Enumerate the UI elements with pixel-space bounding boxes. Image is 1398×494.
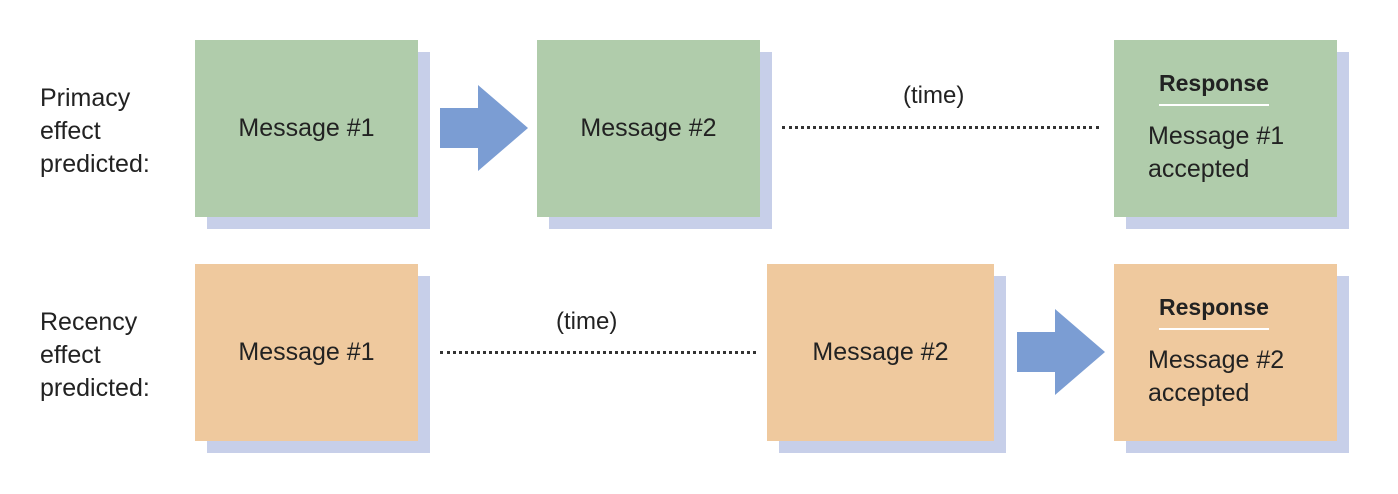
recency-message-2-box: Message #2	[767, 264, 1006, 453]
primacy-message-1-box: Message #1	[195, 40, 430, 229]
box-face: Response Message #2 accepted	[1114, 264, 1337, 441]
box-face: Response Message #1 accepted	[1114, 40, 1337, 217]
response-title: Response	[1159, 70, 1269, 106]
label-line: predicted:	[40, 374, 150, 402]
response-line: accepted	[1148, 379, 1250, 407]
response-line: Message #2	[1148, 346, 1285, 374]
recency-response-box: Response Message #2 accepted	[1114, 264, 1349, 453]
response-line: accepted	[1148, 155, 1250, 183]
message-label: Message #1	[238, 114, 375, 142]
response-line: Message #1	[1148, 122, 1285, 150]
label-line: Primacy	[40, 84, 131, 112]
primacy-message-2-box: Message #2	[537, 40, 772, 229]
primacy-time-label: (time)	[903, 82, 965, 109]
primacy-arrow	[440, 85, 528, 171]
response-text: Message #1 accepted	[1148, 120, 1284, 186]
recency-arrow	[1017, 309, 1105, 395]
primacy-row-label: Primacy effect predicted:	[40, 82, 150, 181]
message-label: Message #2	[812, 338, 949, 366]
label-line: Recency	[40, 308, 138, 336]
primacy-response-box: Response Message #1 accepted	[1114, 40, 1349, 229]
primacy-time-dots	[782, 126, 1099, 129]
recency-time-dots	[440, 351, 756, 354]
box-face: Message #1	[195, 40, 418, 217]
response-title: Response	[1159, 294, 1269, 330]
label-line: predicted:	[40, 150, 150, 178]
message-label: Message #2	[580, 114, 717, 142]
label-line: effect	[40, 117, 101, 145]
box-face: Message #2	[767, 264, 994, 441]
box-face: Message #2	[537, 40, 760, 217]
message-label: Message #1	[238, 338, 375, 366]
recency-row-label: Recency effect predicted:	[40, 306, 150, 405]
recency-time-label: (time)	[556, 308, 618, 335]
label-line: effect	[40, 341, 101, 369]
recency-message-1-box: Message #1	[195, 264, 430, 453]
box-face: Message #1	[195, 264, 418, 441]
response-text: Message #2 accepted	[1148, 344, 1284, 410]
